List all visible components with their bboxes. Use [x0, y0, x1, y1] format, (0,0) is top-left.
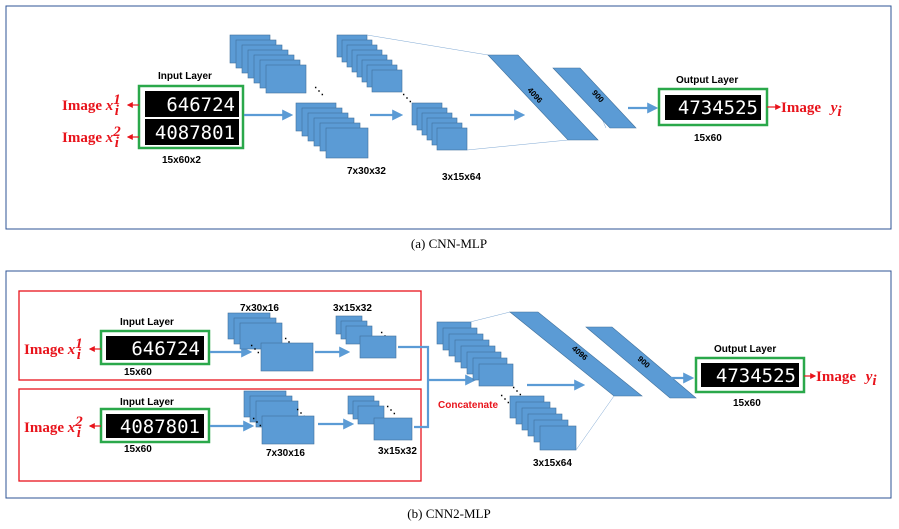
b-image-y-label: Image yi [816, 369, 877, 389]
branch-2-frame [18, 388, 422, 482]
concat-connector [398, 345, 430, 429]
fc2-layer [552, 67, 637, 129]
svg-text:⋱: ⋱ [386, 405, 396, 416]
panel-a: Input Layer 646724 4087801 15x60x2 Image… [5, 5, 892, 230]
branch1-conv2-maps: ⋱ [335, 315, 397, 359]
b-fc1-layer [509, 311, 643, 397]
input-size-label: 15x60x2 [162, 155, 201, 166]
caption-a: (a) CNN-MLP [411, 236, 487, 251]
branch1-conv2-size: 3x15x32 [333, 303, 372, 314]
svg-text:⋱: ⋱ [252, 417, 262, 428]
output-size-label: 15x60 [694, 133, 722, 144]
image-y-label: Image yi [781, 100, 842, 120]
output-digits: 4734525 [678, 97, 758, 119]
panel-b-frame [5, 270, 892, 499]
branch2-size-label: 15x60 [124, 444, 152, 455]
projection-line-bottom [466, 139, 569, 151]
merged-feature-maps: ⋱ ⋱ [436, 321, 577, 451]
svg-text:⋱: ⋱ [284, 337, 294, 348]
svg-text:⋱: ⋱ [296, 408, 306, 419]
projection-line-top [366, 34, 489, 56]
branch2-conv1-size: 7x30x16 [266, 448, 305, 459]
b-output-image [701, 363, 799, 387]
b-output-digits: 4734525 [716, 365, 796, 387]
input-digits-2: 4087801 [155, 122, 235, 144]
output-image [665, 95, 761, 120]
branch1-input-layer-label: Input Layer [120, 317, 174, 328]
b-output-size-label: 15x60 [733, 398, 761, 409]
b-projection-bottom [575, 395, 615, 451]
branch1-size-label: 15x60 [124, 367, 152, 378]
b-fc2-layer [585, 326, 697, 399]
output-layer-label: Output Layer [676, 75, 738, 86]
branch2-input-image [106, 414, 204, 438]
branch2-conv2-size: 3x15x32 [378, 446, 417, 457]
merged-size-label: 3x15x64 [533, 458, 572, 469]
input-highlight-box [137, 84, 245, 150]
branch-1-frame [18, 290, 422, 381]
conv1-dots: ⋱ [314, 86, 324, 97]
svg-text:⋱: ⋱ [250, 344, 260, 355]
conv2-size-label: 3x15x64 [442, 172, 481, 183]
branch2-digits: 4087801 [120, 416, 200, 438]
caption-b: (b) CNN2-MLP [407, 506, 490, 521]
branch1-digits: 646724 [131, 338, 200, 360]
b-projection-top [469, 311, 511, 323]
branch1-input-image [106, 336, 204, 360]
branch2-input-layer-label: Input Layer [120, 397, 174, 408]
branch1-input-highlight [99, 329, 211, 366]
conv1-feature-maps: ⋱ [229, 34, 369, 159]
conv1-size-label: 7x30x32 [347, 166, 386, 177]
panel-a-frame [5, 5, 892, 230]
svg-text:⋱: ⋱ [512, 386, 522, 397]
branch2-conv2-maps: ⋱ [347, 395, 413, 441]
svg-text:⋱: ⋱ [500, 394, 510, 405]
fc1-layer [487, 54, 599, 141]
conv2-dots: ⋱ [402, 93, 412, 104]
b-output-highlight [694, 356, 806, 394]
b-output-layer-label: Output Layer [714, 344, 776, 355]
branch1-conv1-size: 7x30x16 [240, 303, 279, 314]
input-image-1 [145, 91, 239, 117]
input-digits-1: 646724 [166, 94, 235, 116]
input-image-2 [145, 119, 239, 145]
input-layer-label: Input Layer [158, 71, 212, 82]
branch1-conv1-maps: ⋱ ⋱ [227, 312, 314, 372]
branch2-conv1-maps: ⋱ ⋱ [243, 390, 315, 445]
conv2-feature-maps: ⋱ [336, 34, 468, 151]
concatenate-label: Concatenate [438, 400, 498, 411]
